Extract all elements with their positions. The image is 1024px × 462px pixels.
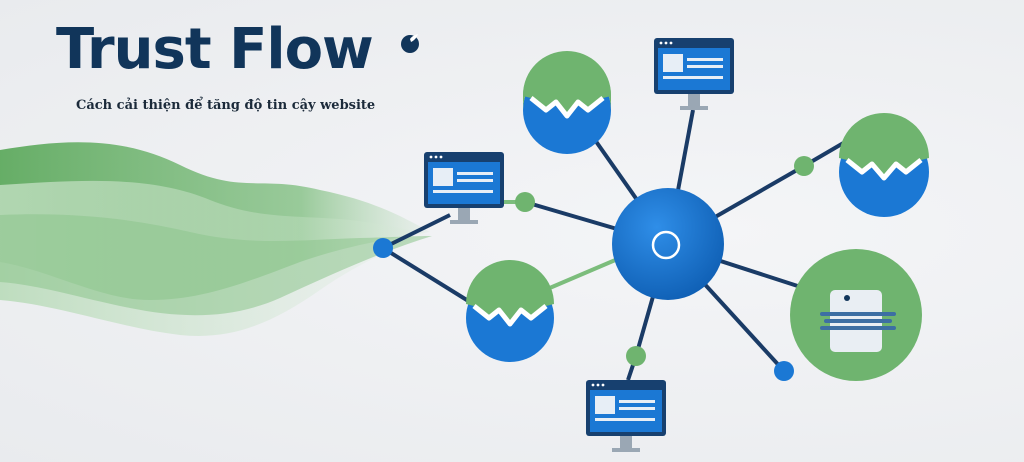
brand-title: Trust Flow [56, 17, 374, 82]
monitor-icon [424, 152, 504, 224]
junction-node [794, 156, 814, 176]
drop-icon [401, 34, 419, 53]
brand-subtitle: Cách cải thiện để tăng độ tin cậy websit… [76, 98, 376, 113]
check-badge-icon [523, 51, 611, 154]
monitor-icon [654, 38, 734, 110]
junction-node [373, 238, 393, 258]
junction-node [626, 346, 646, 366]
check-badge-icon [466, 260, 554, 362]
junction-node [774, 361, 794, 381]
ring-icon [651, 230, 681, 260]
junction-node [515, 192, 535, 212]
green-wave [0, 142, 432, 336]
monitor-icon [586, 380, 666, 452]
hub-node [612, 188, 724, 300]
check-badge-icon [839, 113, 929, 217]
document-node [790, 249, 922, 381]
